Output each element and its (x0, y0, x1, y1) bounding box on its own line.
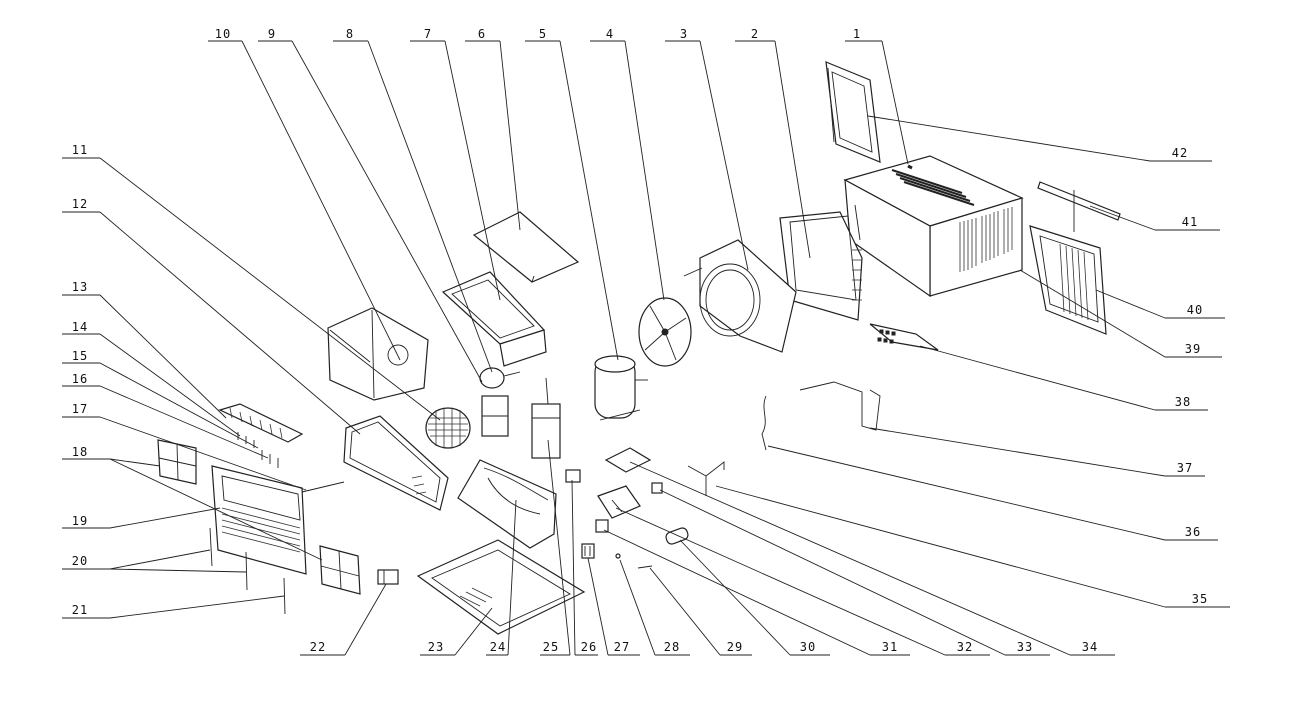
label-10: 10 (214, 27, 232, 41)
label-4: 4 (605, 27, 615, 41)
label-40: 40 (1186, 303, 1204, 317)
label-5: 5 (538, 27, 548, 41)
part-38-control-panel (869, 323, 939, 351)
part-10-bulkhead (327, 307, 429, 401)
part-29-rod (637, 565, 653, 569)
label-18: 18 (71, 445, 89, 459)
label-29: 29 (726, 640, 744, 654)
part-25-control-box (531, 377, 561, 459)
part-filter-frame-lower (319, 545, 361, 595)
part-22-switch (377, 569, 399, 585)
part-28-screw (615, 553, 621, 559)
part-13-louver-strip (218, 403, 304, 443)
leader-lines (62, 40, 1230, 656)
label-14: 14 (71, 320, 89, 334)
label-7: 7 (423, 27, 433, 41)
part-3-shroud (683, 239, 797, 353)
label-32: 32 (956, 640, 974, 654)
part-7-blower-tray (441, 271, 547, 367)
label-35: 35 (1191, 592, 1209, 606)
part-42-rear-frame (825, 61, 881, 163)
part-35-pipe (687, 461, 725, 496)
part-18-filter-frame (157, 439, 197, 485)
label-13: 13 (71, 280, 89, 294)
label-11: 11 (71, 143, 89, 157)
part-26-connector (565, 469, 581, 483)
part-17-rod (301, 481, 345, 493)
label-24: 24 (489, 640, 507, 654)
part-24-drain-pan (457, 459, 557, 549)
label-34: 34 (1081, 640, 1099, 654)
label-17: 17 (71, 402, 89, 416)
label-30: 30 (799, 640, 817, 654)
part-37-tube (799, 381, 881, 431)
label-42: 42 (1171, 146, 1189, 160)
part-32-bracket (597, 485, 641, 519)
label-25: 25 (542, 640, 560, 654)
label-36: 36 (1184, 525, 1202, 539)
label-27: 27 (613, 640, 631, 654)
label-41: 41 (1181, 215, 1199, 229)
part-19-front-grille (211, 465, 307, 575)
part-4-fan (638, 297, 692, 367)
part-27-terminal (581, 543, 595, 559)
label-28: 28 (663, 640, 681, 654)
label-2: 2 (750, 27, 760, 41)
part-36-sensor (761, 395, 767, 451)
part-30-capacitor (665, 527, 689, 545)
label-37: 37 (1176, 461, 1194, 475)
part-34-pad (604, 447, 652, 473)
label-12: 12 (71, 197, 89, 211)
part-33-block (651, 482, 663, 494)
part-23-base-pan (416, 539, 586, 635)
label-23: 23 (427, 640, 445, 654)
label-22: 22 (309, 640, 327, 654)
label-26: 26 (580, 640, 598, 654)
label-33: 33 (1016, 640, 1034, 654)
part-12-evaporator (343, 415, 449, 511)
label-39: 39 (1184, 342, 1202, 356)
label-19: 19 (71, 514, 89, 528)
label-16: 16 (71, 372, 89, 386)
label-9: 9 (267, 27, 277, 41)
part-39-40-side-panel (1029, 225, 1107, 335)
label-1: 1 (852, 27, 862, 41)
part-5-compressor (594, 355, 648, 421)
label-6: 6 (477, 27, 487, 41)
part-14-16-clips (237, 432, 279, 468)
part-8-fan-motor (479, 367, 521, 437)
label-21: 21 (71, 603, 89, 617)
label-3: 3 (679, 27, 689, 41)
label-31: 31 (881, 640, 899, 654)
label-8: 8 (345, 27, 355, 41)
part-6-cover-plate (472, 211, 580, 283)
label-20: 20 (71, 554, 89, 568)
part-20-21-trim-strips (209, 527, 286, 615)
label-15: 15 (71, 349, 89, 363)
part-1-cabinet (843, 155, 1024, 298)
part-41-top-rail (1037, 181, 1121, 232)
label-38: 38 (1174, 395, 1192, 409)
part-31-relay (595, 519, 609, 533)
